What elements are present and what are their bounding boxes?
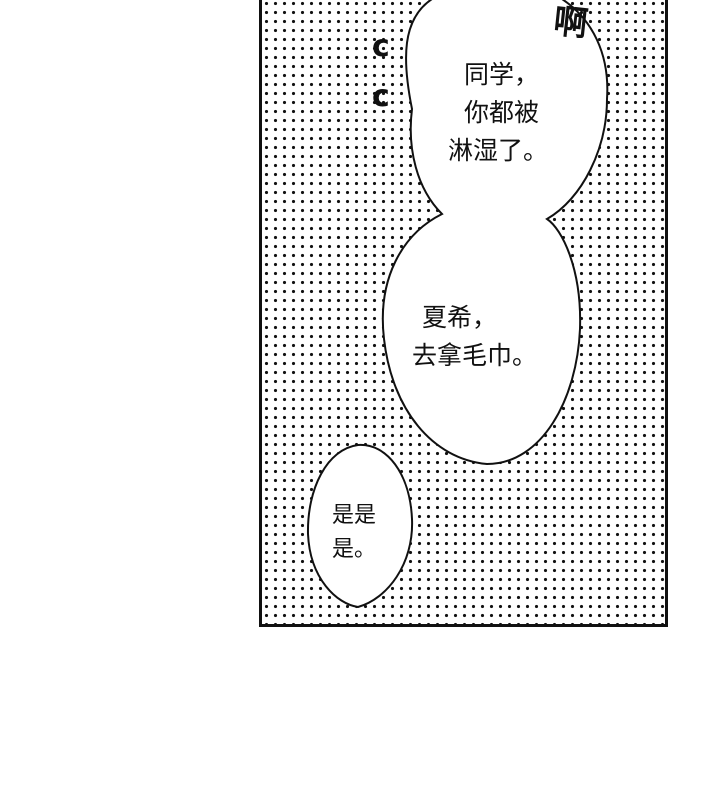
speech-bubble-bottom	[306, 443, 414, 609]
murmur-mark: c	[372, 79, 390, 114]
murmur-mark: c	[372, 29, 390, 64]
sound-effect: 啊	[551, 1, 588, 45]
comic-panel: 啊 c c 同学，你都被淋湿了。 夏希，去拿毛巾。 是是是。	[259, 0, 668, 627]
speech-bubbles	[306, 0, 609, 609]
speech-bubble-top	[381, 0, 609, 466]
dialogue-1: 同学，你都被淋湿了。	[448, 60, 549, 165]
dialogue-2: 夏希，去拿毛巾。	[412, 303, 538, 370]
dialogue-3: 是是是。	[332, 503, 377, 562]
